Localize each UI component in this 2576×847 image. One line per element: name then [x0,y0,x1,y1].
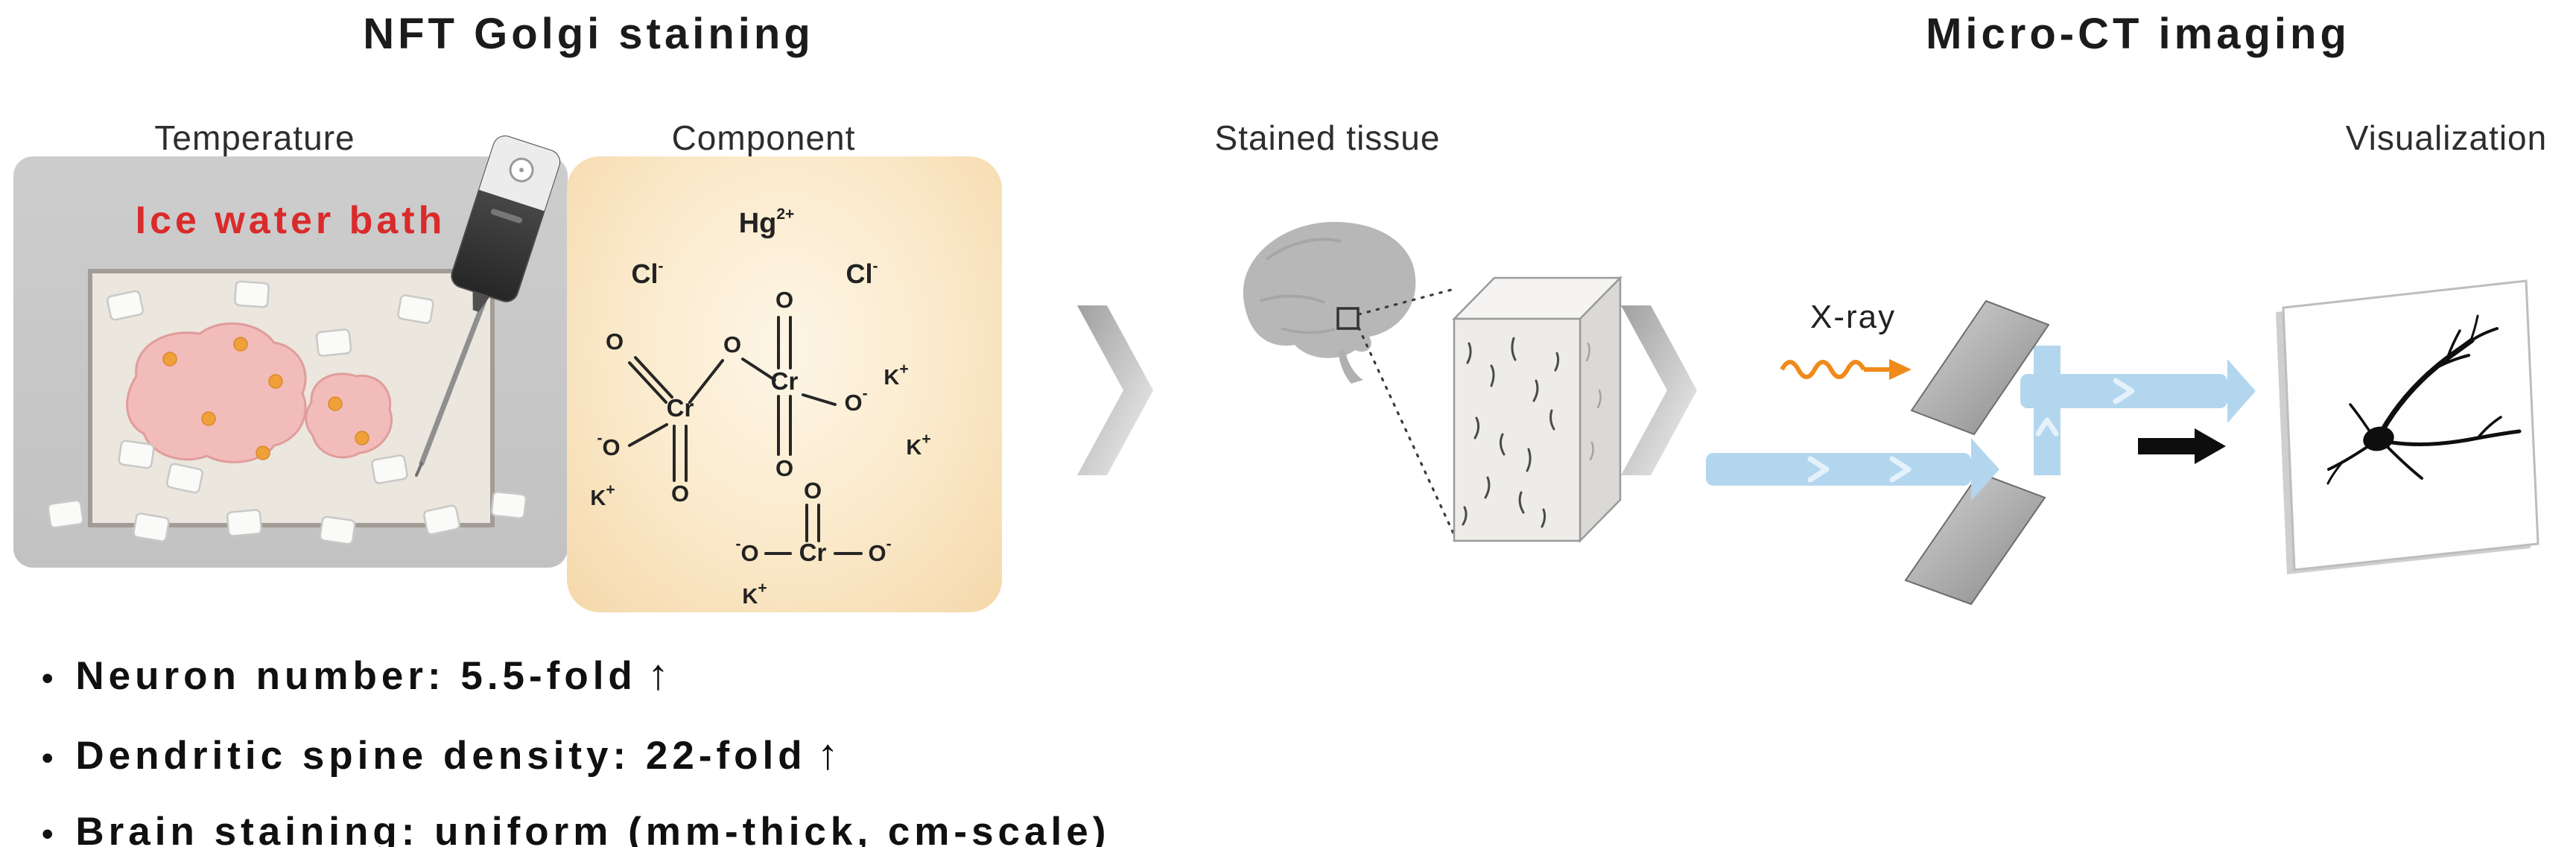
xray-arrowhead-icon [1889,359,1912,380]
result-arrow-icon [2138,428,2226,464]
atom-chromium: Cr [667,394,694,422]
atom-chromium: Cr [799,539,827,566]
ion-potassium: K+ [590,481,615,510]
beam-arrowhead [2227,359,2256,423]
label-stained-tissue: Stained tissue [1214,118,1441,157]
bullet-neuron-number: • Neuron number: 5.5-fold ↑ [42,650,1120,700]
atom-chromium: Cr [771,367,799,395]
thermometer [415,135,561,477]
chevron-arrow-icon [1621,305,1697,475]
ice-bath-illustration [47,269,527,545]
ion-mercury: Hg2+ [739,206,795,239]
atom-oxygen: O [671,480,689,507]
atom-oxygen-anion: O- [868,536,891,566]
up-arrow-icon: ↑ [647,650,669,699]
label-visualization: Visualization [2345,118,2548,157]
ion-potassium: K+ [906,431,930,460]
key-findings-list: • Neuron number: 5.5-fold ↑ • Dendritic … [42,650,1120,847]
bullet-brain-staining: • Brain staining: uniform (mm-thick, cm-… [42,809,1120,847]
beam-direction-arrows [1807,378,2135,483]
neuron-soma [2363,426,2394,451]
xray-wave-icon [1780,360,1866,379]
staining-chemistry: Hg2+ Cl- Cl- Cr Cr O O O -O O O O- Cr O … [590,206,930,609]
atom-oxygen: O [775,455,793,481]
stained-neuron-streaks [1462,337,1560,528]
stained-neuron-streaks-side [1585,342,1602,461]
atom-oxygen-anion: -O [735,536,758,566]
up-arrow-icon: ↑ [816,730,839,778]
ion-chloride: Cl- [846,258,878,289]
thermometer-body [451,135,561,312]
bullet-spine-density: • Dendritic spine density: 22-fold ↑ [42,729,1120,779]
brainstem [1338,349,1363,384]
tissue-sample-large [126,322,307,463]
stained-tissue-illustration [1243,221,1622,544]
atom-oxygen: O [804,478,822,504]
title-micro-ct: Micro-CT imaging [1926,10,2350,58]
bullet-marker: • [42,660,54,697]
thermometer-probe [419,298,487,466]
neuron-illustration [2326,314,2522,485]
bullet-marker: • [42,740,54,776]
ion-chloride: Cl- [632,258,664,289]
chevron-arrow-icon [1077,305,1153,475]
detector-plate-lower [1904,472,2046,606]
flow-chevron [1621,305,1697,475]
magnification-lines [1357,288,1456,536]
bullet-text: Brain staining: uniform (mm-thick, cm-sc… [75,810,1111,847]
ice-cubes [47,280,527,545]
bullet-marker: • [42,816,54,847]
visualization-board [2276,279,2539,574]
label-temperature: Temperature [154,118,355,157]
bullet-text: Neuron number: 5.5-fold [75,654,637,698]
xray-label: X-ray [1810,299,1896,335]
tissue-sample-small [305,372,393,459]
beam-arrowhead [1971,438,1999,501]
microct-beamline: X-ray [1706,299,2256,606]
atom-oxygen: O [606,329,624,355]
bullet-text: Dendritic spine density: 22-fold [75,734,807,778]
component-panel: Hg2+ Cl- Cl- Cr Cr O O O -O O O O- Cr O … [567,156,1002,612]
ice-water-bath-caption: Ice water bath [135,199,446,242]
detector-plate-upper [1910,299,2050,436]
thermometer-probe-tip [415,462,423,477]
xray-beam-tubes [1706,346,2256,501]
chemical-bonds [628,316,863,555]
brain-illustration [1243,221,1416,384]
flow-chevron [1077,305,1153,475]
buffer-droplets [162,337,369,460]
atom-oxygen-anion: -O [597,430,620,460]
atom-oxygen: O [775,287,793,313]
board-face [2282,279,2539,571]
xray-source: X-ray [1780,299,1912,380]
atom-oxygen-anion: O- [844,385,867,416]
title-nft-golgi: NFT Golgi staining [363,10,814,58]
tissue-cube [1452,275,1622,544]
atom-oxygen: O [723,331,741,358]
ion-potassium: K+ [883,361,908,390]
label-component: Component [671,118,856,157]
sample-region-marker [1336,307,1360,330]
ion-potassium: K+ [742,580,767,609]
